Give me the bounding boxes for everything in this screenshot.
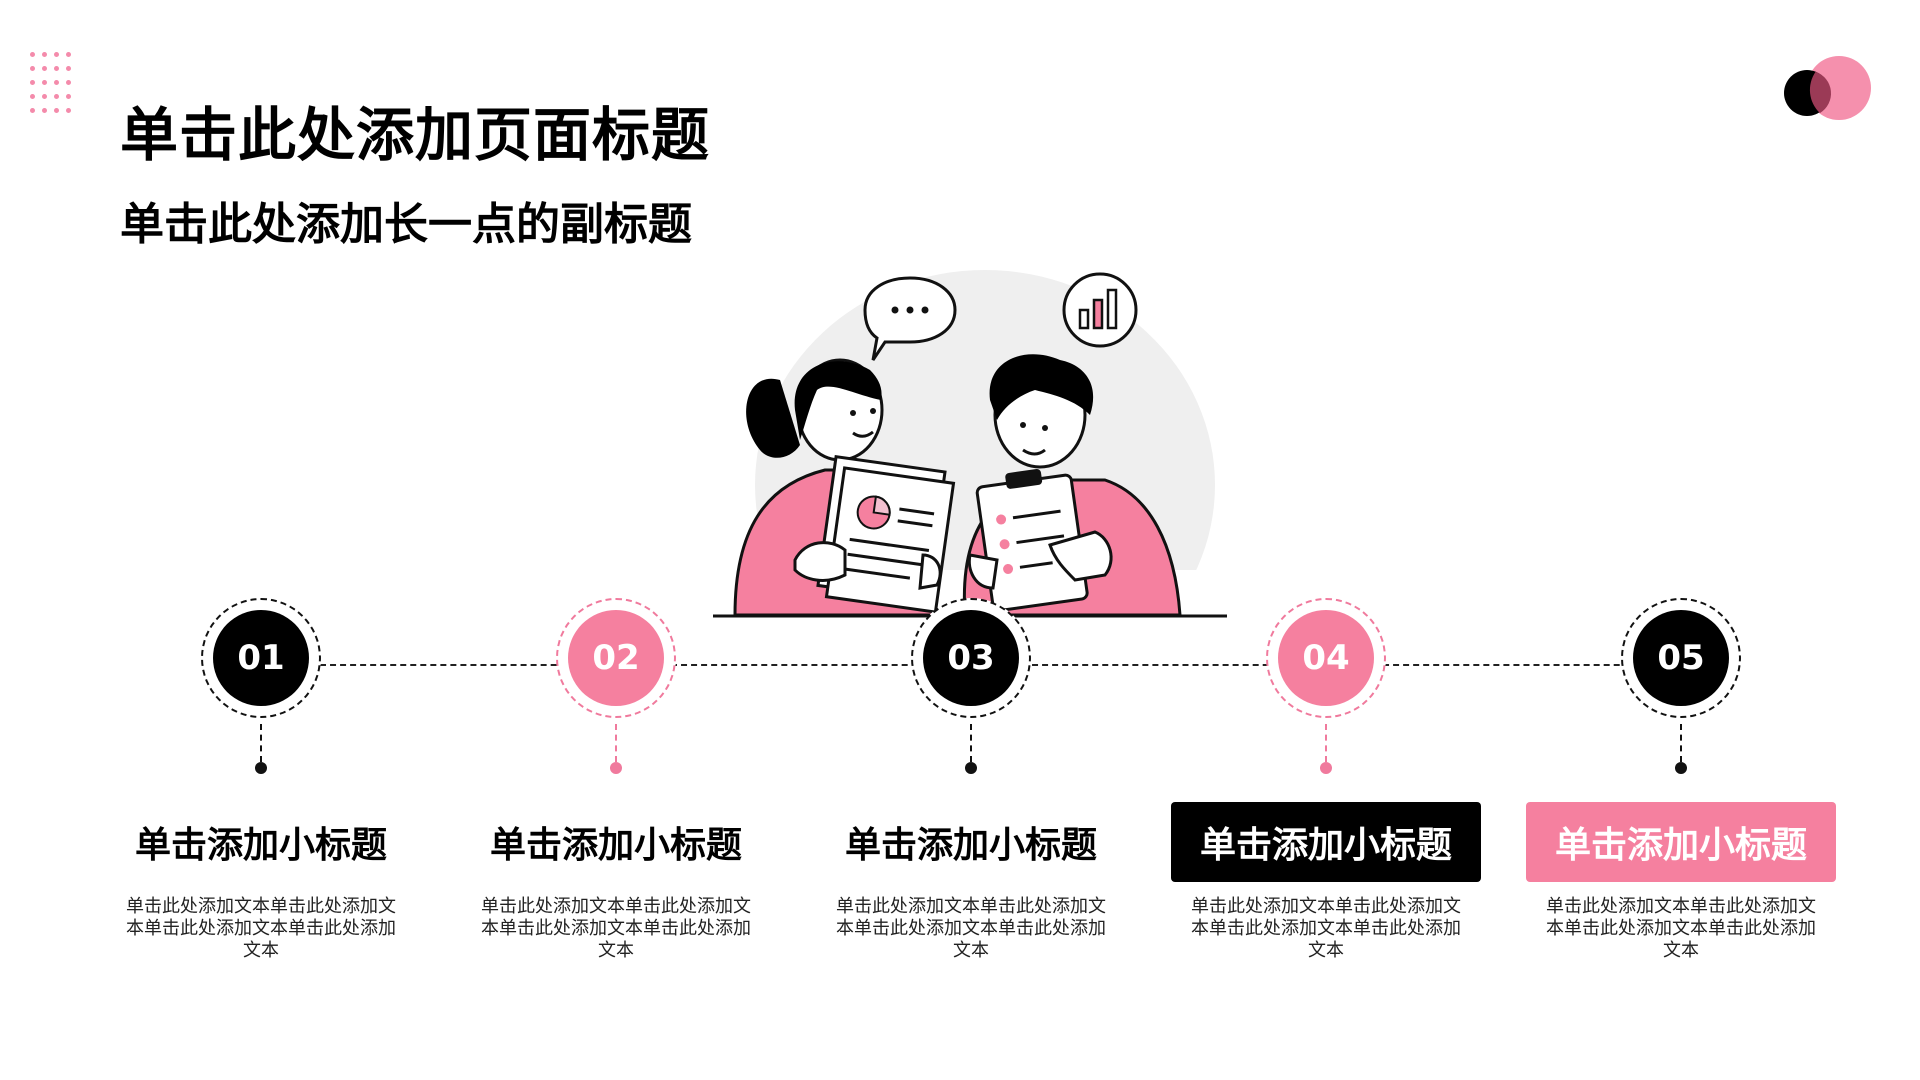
- step-text[interactable]: 单击此处添加文本单击此处添加文本单击此处添加文本单击此处添加文本: [1546, 896, 1816, 961]
- step-number-ring: 05: [1621, 598, 1741, 718]
- step-heading[interactable]: 单击添加小标题: [844, 825, 1097, 866]
- overlapping-circles-icon: [1784, 56, 1871, 120]
- step-number-ring: 03: [911, 598, 1031, 718]
- step-number-badge: 03: [923, 610, 1019, 706]
- step-stem: [1325, 724, 1327, 762]
- step-number-ring: 04: [1266, 598, 1386, 718]
- page-subtitle[interactable]: 单击此处添加长一点的副标题: [120, 199, 692, 250]
- step-dot: [965, 762, 977, 774]
- step-heading[interactable]: 单击添加小标题: [489, 825, 742, 866]
- step-stem: [260, 724, 262, 762]
- timeline-step-3: 03 单击添加小标题 单击此处添加文本单击此处添加文本单击此处添加文本单击此处添…: [806, 598, 1136, 962]
- timeline-step-4: 04 单击添加小标题 单击此处添加文本单击此处添加文本单击此处添加文本单击此处添…: [1161, 598, 1491, 962]
- step-stem: [615, 724, 617, 762]
- step-number-badge: 04: [1278, 610, 1374, 706]
- step-stem: [1680, 724, 1682, 762]
- timeline-step-2: 02 单击添加小标题 单击此处添加文本单击此处添加文本单击此处添加文本单击此处添…: [451, 598, 781, 962]
- step-text[interactable]: 单击此处添加文本单击此处添加文本单击此处添加文本单击此处添加文本: [836, 896, 1106, 961]
- step-heading[interactable]: 单击添加小标题: [1526, 802, 1836, 882]
- step-dot: [610, 762, 622, 774]
- step-dot: [1320, 762, 1332, 774]
- step-number-badge: 02: [568, 610, 664, 706]
- step-text[interactable]: 单击此处添加文本单击此处添加文本单击此处添加文本单击此处添加文本: [1191, 896, 1461, 961]
- step-text[interactable]: 单击此处添加文本单击此处添加文本单击此处添加文本单击此处添加文本: [481, 896, 751, 961]
- timeline-step-5: 05 单击添加小标题 单击此处添加文本单击此处添加文本单击此处添加文本单击此处添…: [1516, 598, 1846, 962]
- dot-grid-icon: [30, 52, 71, 132]
- two-people-reviewing-documents-illustration: [705, 270, 1235, 630]
- step-stem: [970, 724, 972, 762]
- page-title[interactable]: 单击此处添加页面标题: [120, 101, 711, 169]
- step-number-ring: 02: [556, 598, 676, 718]
- step-dot: [1675, 762, 1687, 774]
- timeline-step-1: 01 单击添加小标题 单击此处添加文本单击此处添加文本单击此处添加文本单击此处添…: [96, 598, 426, 962]
- step-heading[interactable]: 单击添加小标题: [1171, 802, 1481, 882]
- step-dot: [255, 762, 267, 774]
- step-number-badge: 05: [1633, 610, 1729, 706]
- step-text[interactable]: 单击此处添加文本单击此处添加文本单击此处添加文本单击此处添加文本: [126, 896, 396, 961]
- step-number-ring: 01: [201, 598, 321, 718]
- step-number-badge: 01: [213, 610, 309, 706]
- step-heading[interactable]: 单击添加小标题: [134, 825, 387, 866]
